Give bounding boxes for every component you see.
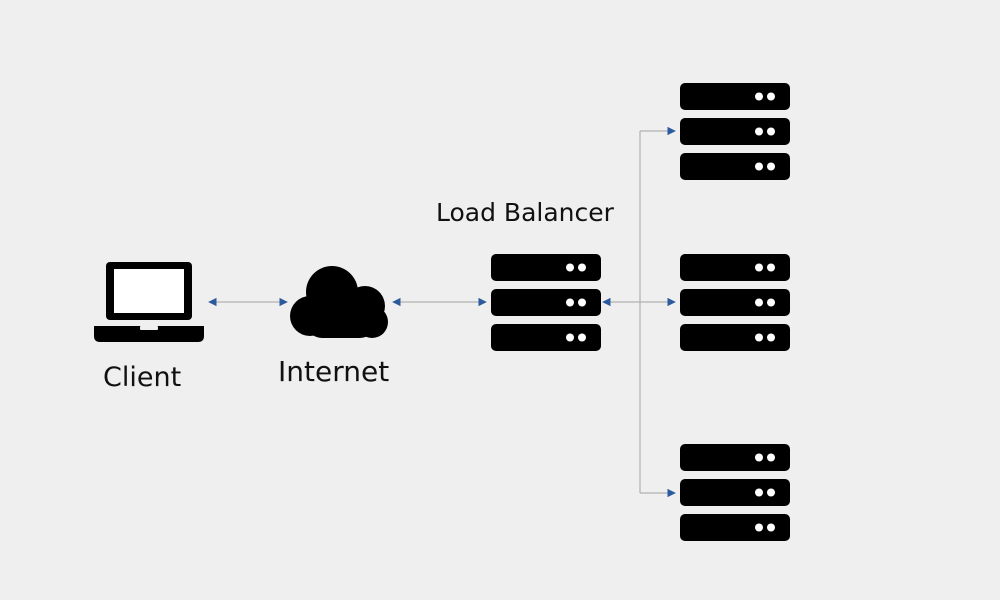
internet-label: Internet [278, 355, 390, 388]
load-balancer-server-stack-icon [491, 254, 601, 351]
client-label: Client [103, 362, 182, 393]
laptop-icon [94, 262, 204, 342]
server-3-stack-icon [680, 444, 790, 541]
cloud-icon [290, 266, 388, 338]
load-balancer-label: Load Balancer [436, 198, 614, 227]
server-1-stack-icon [680, 83, 790, 180]
server-2-stack-icon [680, 254, 790, 351]
